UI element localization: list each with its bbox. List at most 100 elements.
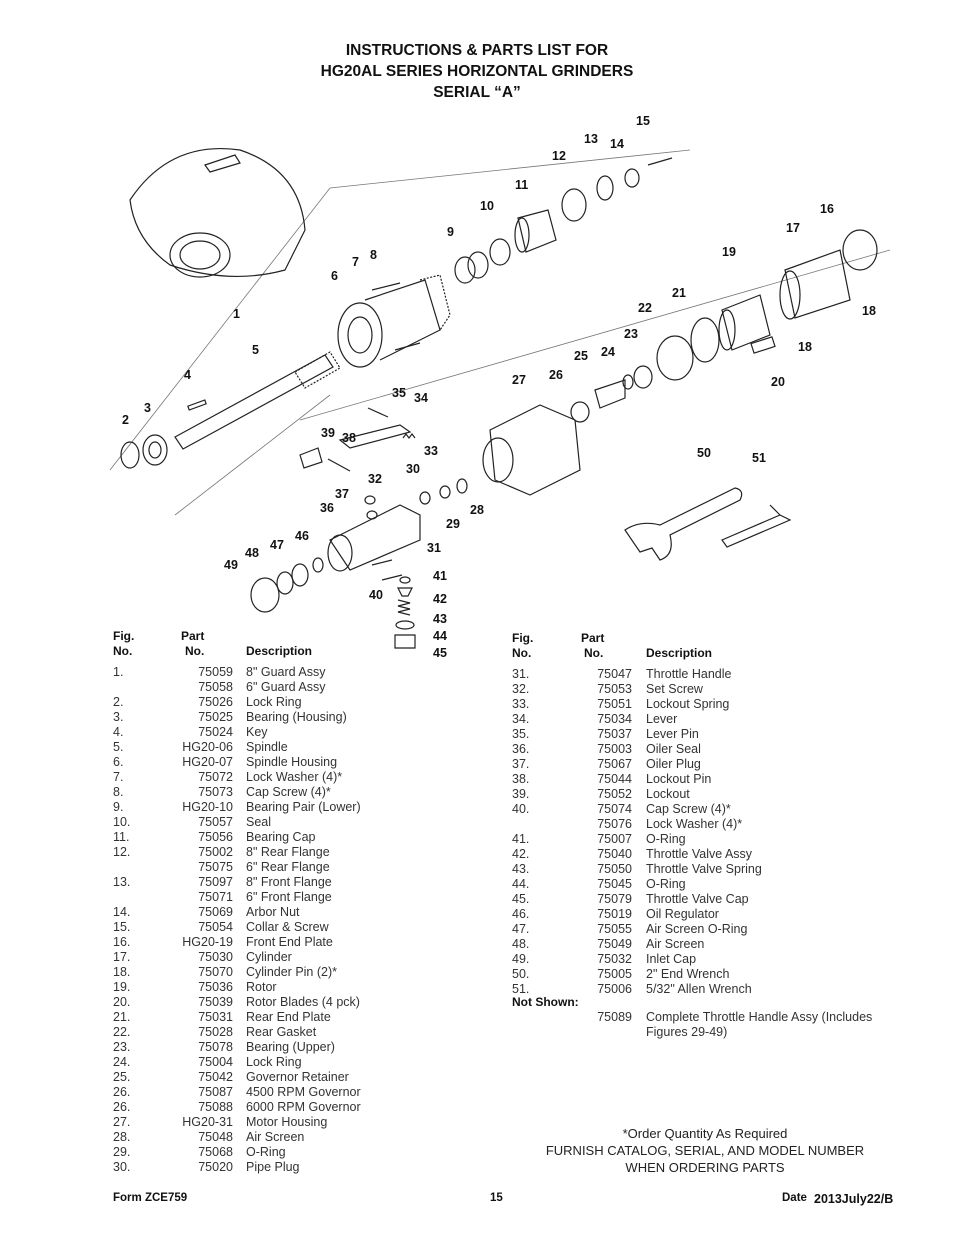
callout-number: 48	[245, 546, 259, 560]
description: Throttle Valve Cap	[646, 892, 749, 906]
part-number: 75024	[198, 725, 233, 739]
callout-number: 35	[392, 386, 406, 400]
title-line-1: INSTRUCTIONS & PARTS LIST FOR	[345, 42, 609, 59]
header-part-line2-right: No.	[584, 646, 604, 660]
description: Lockout	[646, 787, 690, 801]
fig-number: 10.	[113, 815, 131, 829]
callout-number: 33	[424, 444, 438, 458]
description: Rotor Blades (4 pck)	[246, 995, 360, 1009]
part-number: 75052	[597, 787, 632, 801]
part-number: 75044	[597, 772, 632, 786]
fig-number: 13.	[113, 875, 131, 889]
order-quantity-note: *Order Quantity As Required	[622, 1126, 788, 1141]
part-number: 75036	[198, 980, 233, 994]
callout-number: 22	[638, 301, 652, 315]
fig-number: 14.	[113, 905, 131, 919]
part-number: 75048	[198, 1130, 233, 1144]
callout-number: 5	[252, 343, 259, 357]
fig-number: 38.	[512, 772, 530, 786]
part-number: HG20-10	[182, 800, 233, 814]
fig-number: 16.	[113, 935, 131, 949]
part-number: 75040	[597, 847, 632, 861]
part-number: 75067	[597, 757, 632, 771]
fig-number: 12.	[113, 845, 131, 859]
fig-number: 47.	[512, 922, 530, 936]
part-number: 75056	[198, 830, 233, 844]
part-number: HG20-31	[182, 1115, 233, 1129]
description: Cylinder	[246, 950, 292, 964]
fig-number: 30.	[113, 1160, 131, 1174]
part-number: 75070	[198, 965, 233, 979]
description: Air Screen	[646, 937, 705, 951]
callout-number: 28	[470, 503, 484, 517]
fig-number: 45.	[512, 892, 530, 906]
part-number: 75073	[198, 785, 233, 799]
part-number: 75002	[198, 845, 233, 859]
part-number: 75025	[198, 710, 233, 724]
table-row: 39. 75052 Lockout	[512, 787, 902, 802]
description: Air Screen	[246, 1130, 305, 1144]
description: Bearing (Upper)	[246, 1040, 335, 1054]
part-number: 75047	[597, 667, 632, 681]
part-number: 75042	[198, 1070, 233, 1084]
furnish-note-line2: WHEN ORDERING PARTS	[625, 1160, 785, 1175]
part-number: 75068	[198, 1145, 233, 1159]
callout-number: 23	[624, 327, 638, 341]
fig-number: 28.	[113, 1130, 131, 1144]
fig-number: 43.	[512, 862, 530, 876]
fig-number: 23.	[113, 1040, 131, 1054]
part-number: 75055	[597, 922, 632, 936]
header-fig-line2: No.	[113, 644, 133, 658]
callout-number: 51	[752, 451, 766, 465]
callout-number: 19	[722, 245, 736, 259]
callout-number: 6	[331, 269, 338, 283]
description: Front End Plate	[246, 935, 333, 949]
header-part-line2: No.	[185, 644, 205, 658]
description: 8" Guard Assy	[246, 665, 326, 679]
callout-number: 16	[820, 202, 834, 216]
part-number: HG20-19	[182, 935, 233, 949]
description: 6" Rear Flange	[246, 860, 330, 874]
description: Collar & Screw	[246, 920, 329, 934]
description-cont: Figures 29-49)	[646, 1025, 728, 1039]
callout-number: 7	[352, 255, 359, 269]
fig-number: 21.	[113, 1010, 131, 1024]
fig-number: 39.	[512, 787, 530, 801]
page-number: 15	[490, 1192, 503, 1204]
title-line-2: HG20AL SERIES HORIZONTAL GRINDERS	[320, 63, 634, 80]
callout-number: 18	[862, 304, 876, 318]
description: Motor Housing	[246, 1115, 328, 1129]
part-number: 75069	[198, 905, 233, 919]
callout-number: 38	[342, 431, 356, 445]
fig-number: 33.	[512, 697, 530, 711]
header-fig-line1: Fig.	[113, 629, 135, 643]
header-description: Description	[246, 644, 313, 658]
description: Set Screw	[646, 682, 703, 696]
fig-number: 26.	[113, 1085, 131, 1099]
description: Lever	[646, 712, 678, 726]
fig-number: 19.	[113, 980, 131, 994]
part-number: 75037	[597, 727, 632, 741]
callout-number: 4	[184, 368, 191, 382]
callout-number: 3	[144, 401, 151, 415]
part-number: 75078	[198, 1040, 233, 1054]
part-number: 75071	[198, 890, 233, 904]
description: Throttle Valve Assy	[646, 847, 753, 861]
description: 6" Front Flange	[246, 890, 332, 904]
part-number: 75088	[198, 1100, 233, 1114]
part-number: 75054	[198, 920, 233, 934]
table-row: 28. 75048 Air Screen	[113, 1130, 403, 1145]
